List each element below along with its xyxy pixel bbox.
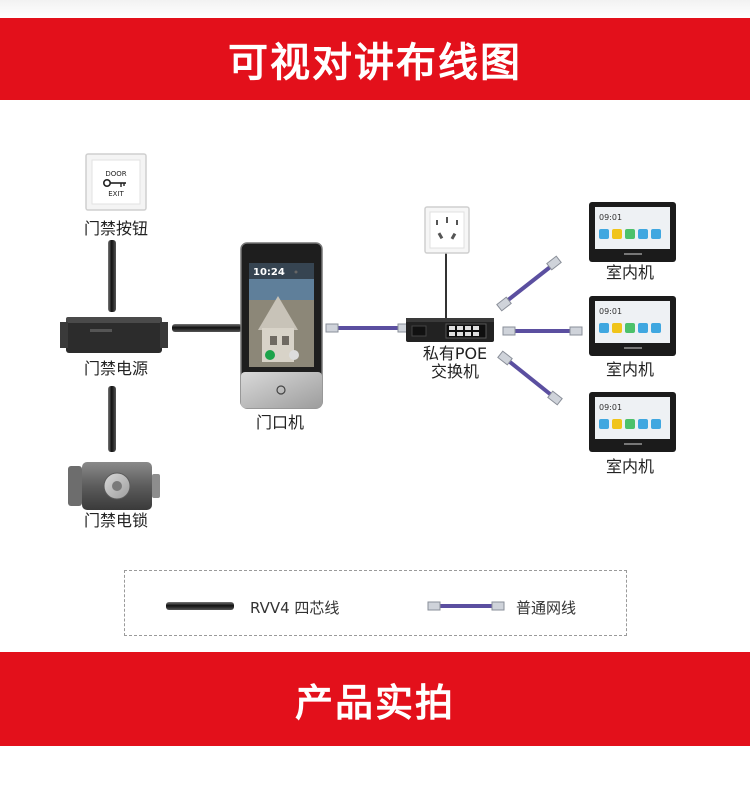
switch-label-line1: 私有POE: [422, 344, 488, 363]
wiring-diagram: DOOR EXIT 10:24: [60, 153, 676, 611]
switch-label-line2: 交换机: [430, 362, 479, 381]
lock-device: [68, 462, 160, 510]
network-cable-switch-indoor2: [502, 326, 583, 336]
svg-text:09:01: 09:01: [599, 307, 622, 316]
power-supply-label: 门禁电源: [83, 359, 148, 378]
legend-box: [124, 570, 627, 636]
network-cable-switch-indoor3: [497, 350, 563, 406]
lock-label: 门禁电锁: [83, 511, 148, 530]
legend-rvv4-sample: [166, 602, 234, 610]
footer-title: 产品实拍: [294, 680, 455, 725]
network-cable-door-switch: [325, 323, 411, 333]
rvv4-cable-power-door: [172, 324, 242, 332]
indoor-monitor-1: 09:01: [589, 202, 676, 262]
bottom-strip: [0, 746, 750, 806]
rvv4-cable-button-power: [108, 240, 116, 312]
svg-text:DOOR: DOOR: [105, 170, 126, 178]
rvv4-cable-power-lock: [108, 386, 116, 452]
svg-text:09:01: 09:01: [599, 403, 622, 412]
header-banner: 可视对讲布线图: [0, 18, 750, 100]
legend-network-label: 普通网线: [516, 599, 577, 617]
header-title: 可视对讲布线图: [228, 40, 522, 86]
poe-switch-device: [406, 318, 494, 342]
indoor-monitor-3: 09:01: [589, 392, 676, 452]
door-station-label: 门口机: [255, 413, 304, 432]
svg-text:EXIT: EXIT: [108, 190, 124, 198]
indoor-monitor-1-label: 室内机: [605, 263, 654, 282]
legend-network-sample: [427, 601, 505, 611]
footer-banner: 产品实拍: [0, 652, 750, 746]
power-supply-device: [60, 317, 168, 353]
key-icon: [103, 179, 126, 188]
legend-rvv4-label: RVV4 四芯线: [250, 599, 340, 617]
indoor-monitor-2-label: 室内机: [605, 360, 654, 379]
door-station-device: 10:24: [240, 242, 323, 409]
top-strip: [0, 0, 750, 18]
power-socket-device: [424, 206, 470, 254]
network-cable-switch-indoor1: [496, 255, 562, 312]
svg-text:10:24: 10:24: [253, 267, 285, 278]
svg-text:09:01: 09:01: [599, 213, 622, 222]
indoor-monitor-2: 09:01: [589, 296, 676, 356]
indoor-monitor-3-label: 室内机: [605, 457, 654, 476]
exit-button-device: DOOR EXIT: [85, 153, 147, 211]
exit-button-label: 门禁按钮: [83, 219, 148, 238]
